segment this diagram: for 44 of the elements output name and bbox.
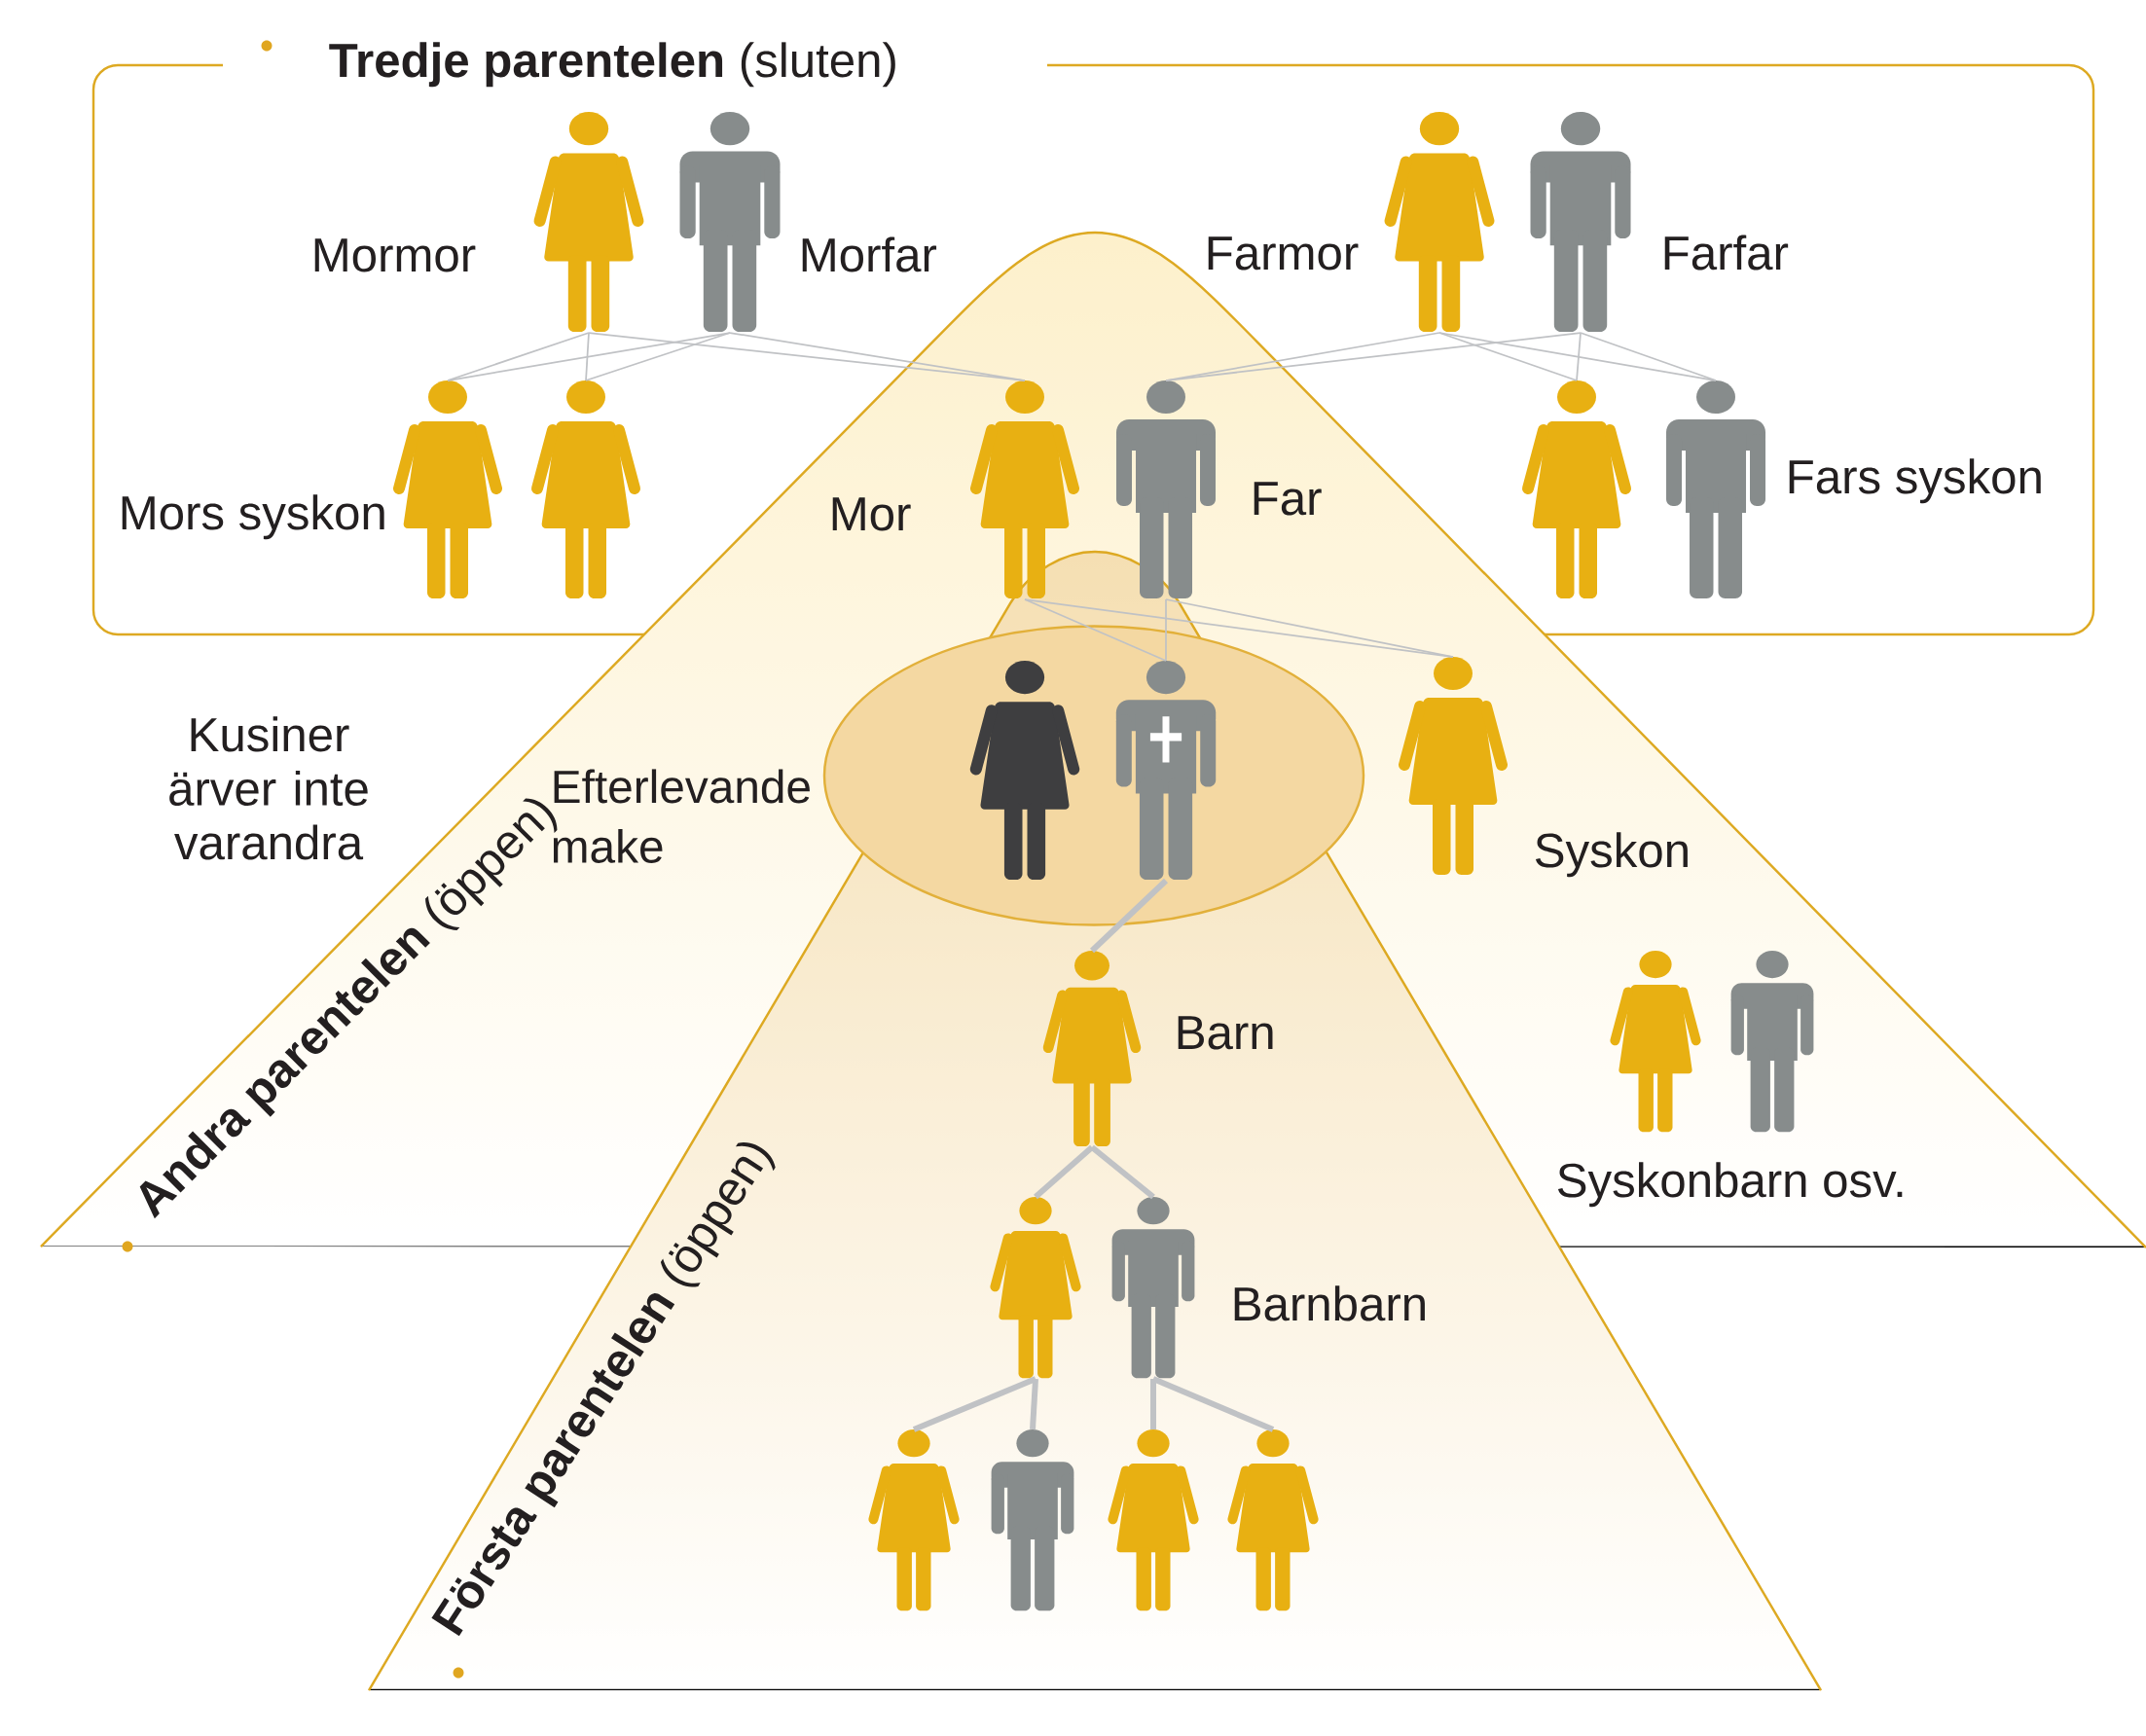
name-label: Syskon <box>1535 832 1688 878</box>
name-label: Farmor <box>1208 236 1359 271</box>
name-label: Barn <box>1178 1016 1273 1050</box>
man-icon <box>1730 951 1814 1133</box>
connector-line <box>729 332 1026 381</box>
connector-line <box>585 332 731 381</box>
connector-line <box>447 332 731 381</box>
woman-icon <box>1227 1429 1319 1611</box>
connector-line <box>1151 1376 1275 1432</box>
man-icon <box>991 1429 1074 1611</box>
man-icon <box>1115 661 1217 880</box>
name-label: Mormor <box>314 238 476 272</box>
man-icon <box>1111 1197 1195 1379</box>
connector-line <box>1576 332 1582 381</box>
connector-line <box>588 332 1026 381</box>
connector-line <box>1165 332 1582 381</box>
connector-line <box>1580 332 1717 381</box>
connector-line <box>1024 598 1167 662</box>
connector-line <box>1438 332 1578 381</box>
connector-line <box>585 332 590 381</box>
group-label: Barnbarn <box>1234 1285 1425 1321</box>
connector-line <box>1034 1144 1094 1200</box>
connector-line <box>1438 332 1717 381</box>
connector-line <box>1165 598 1167 662</box>
connector-line <box>1030 1378 1038 1430</box>
woman-icon <box>531 380 640 598</box>
name-label: Mor <box>832 497 911 531</box>
name-label: Far <box>1254 482 1322 516</box>
name-label: Mors syskon <box>122 494 384 540</box>
woman-icon <box>990 1197 1081 1379</box>
connector-line <box>1089 878 1169 954</box>
note-text: Kusiner ärver inte varandra <box>169 716 368 860</box>
connector-line <box>447 332 590 381</box>
name-label: Fars syskon <box>1789 458 2041 504</box>
woman-icon <box>1610 951 1701 1133</box>
woman-icon <box>868 1429 960 1611</box>
connector-line <box>1024 598 1454 658</box>
woman-icon <box>1522 380 1631 598</box>
name-label: Morfar <box>802 236 937 272</box>
connector-line <box>1165 598 1454 658</box>
connector-line <box>912 1376 1037 1432</box>
woman-icon <box>1108 1429 1199 1611</box>
name-label: Farfar <box>1664 235 1789 271</box>
connector-line <box>1090 1144 1155 1200</box>
